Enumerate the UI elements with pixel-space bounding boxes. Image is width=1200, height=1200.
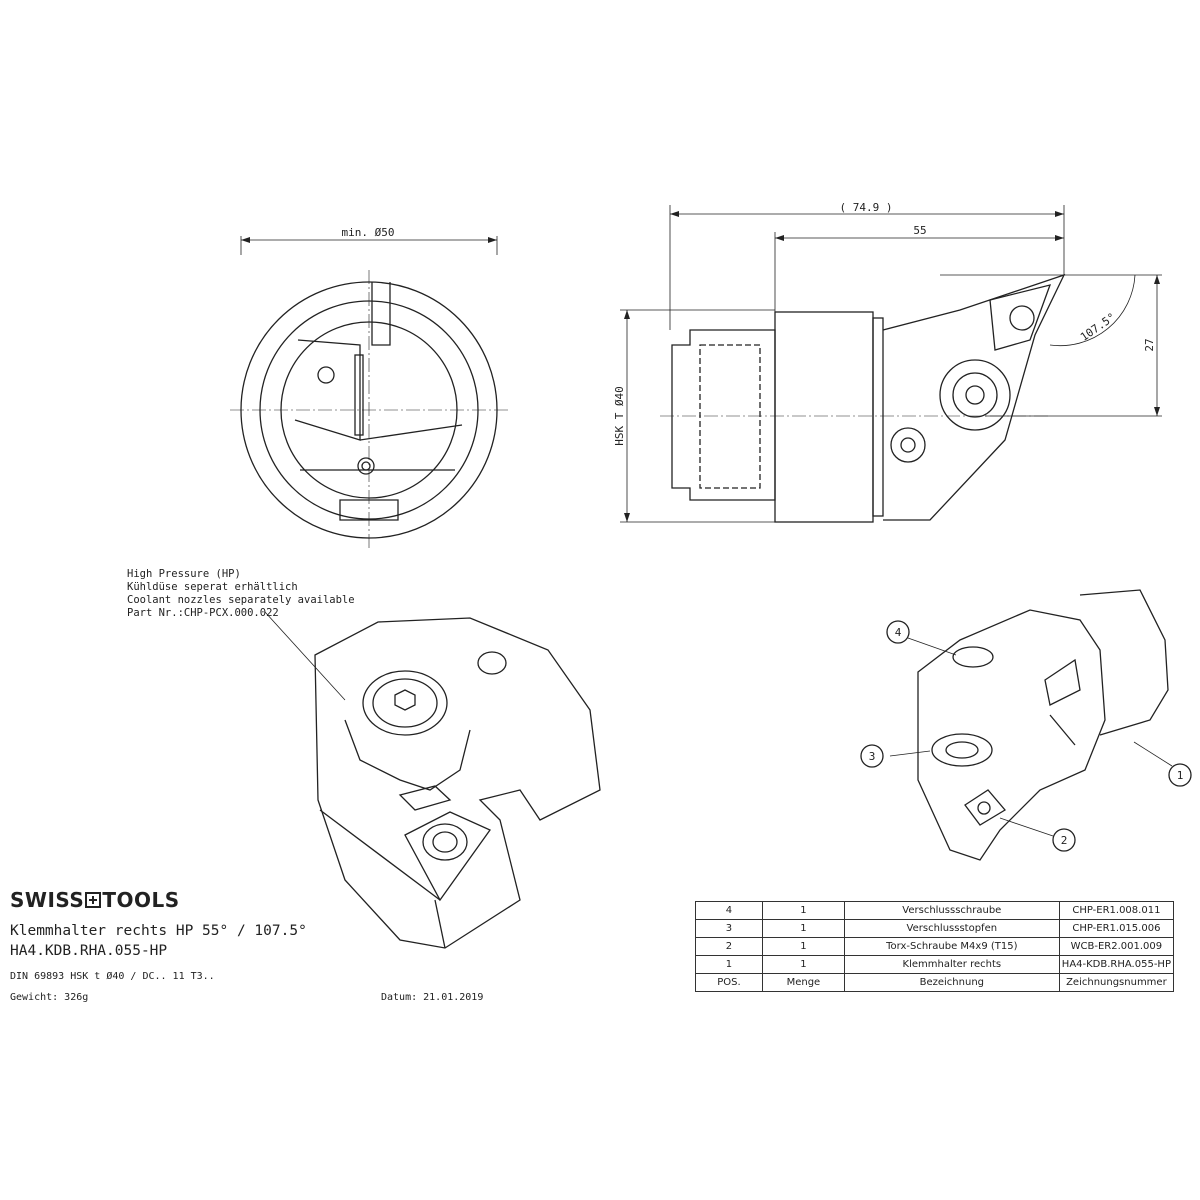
table-cell: 2 [695,937,763,956]
brand-logo: SWISS TOOLS [10,888,180,912]
balloon-3-label: 3 [869,750,876,763]
end-view: min. Ø50 [230,226,510,550]
table-cell: 1 [761,901,845,920]
iso-detail [264,611,601,949]
table-row: 1 1 Klemmhalter rechts HA4-KDB.RHA.055-H… [695,955,1175,974]
iso-small: 1 2 3 4 [860,589,1192,861]
weight: Gewicht: 326g [10,992,89,1003]
drawing-title: Klemmhalter rechts HP 55° / 107.5° [10,923,307,939]
table-cell: HA4-KDB.RHA.055-HP [1058,955,1175,974]
spec-line: DIN 69893 HSK t Ø40 / DC.. 11 T3.. [10,971,215,982]
table-cell: Verschlussschraube [843,901,1060,920]
shank-diameter-label: HSK T Ø40 [613,386,626,446]
table-header-row: POS. Menge Bezeichnung Zeichnungsnummer [695,973,1175,992]
table-cell: Torx-Schraube M4x9 (T15) [843,937,1060,956]
side-view: ( 74.9 ) 55 HSK T Ø40 27 107.5° [613,201,1162,523]
balloon-1 [1168,763,1192,787]
table-cell: 1 [695,955,763,974]
parts-table: 4 1 Verschlussschraube CHP-ER1.008.011 3… [695,901,1175,992]
table-cell: Verschlussstopfen [843,919,1060,938]
length-label: 55 [913,224,926,237]
header-menge: Menge [761,973,845,992]
drawing-number: HA4.KDB.RHA.055-HP [10,943,168,959]
balloon-2-label: 2 [1061,834,1068,847]
table-cell: 1 [761,937,845,956]
table-cell: WCB-ER2.001.009 [1058,937,1175,956]
min-diameter-label: min. Ø50 [342,226,395,239]
overall-length-label: ( 74.9 ) [840,201,893,214]
table-row: 4 1 Verschlussschraube CHP-ER1.008.011 [695,901,1175,920]
note-line-2: Kühldüse seperat erhältlich [127,581,298,593]
table-cell: 4 [695,901,763,920]
balloon-2 [1052,828,1076,852]
table-cell: CHP-ER1.015.006 [1058,919,1175,938]
note-line-4: Part Nr.:CHP-PCX.000.022 [127,607,279,619]
balloon-4-label: 4 [895,626,902,639]
brand-left: SWISS [10,888,85,912]
balloon-3 [860,744,884,768]
note-line-3: Coolant nozzles separately available [127,594,355,606]
table-cell: 1 [761,955,845,974]
table-cell: 1 [761,919,845,938]
table-row: 2 1 Torx-Schraube M4x9 (T15) WCB-ER2.001… [695,937,1175,956]
header-zeichnungsnummer: Zeichnungsnummer [1058,973,1175,992]
header-bezeichnung: Bezeichnung [843,973,1060,992]
table-cell: CHP-ER1.008.011 [1058,901,1175,920]
angle-label: 107.5° [1078,310,1118,343]
note-line-1: High Pressure (HP) [127,568,241,580]
table-cell: Klemmhalter rechts [843,955,1060,974]
brand-right: TOOLS [102,888,180,912]
header-pos: POS. [695,973,763,992]
height-label: 27 [1143,338,1156,351]
balloon-4 [886,620,910,644]
table-cell: 3 [695,919,763,938]
date: Datum: 21.01.2019 [381,992,484,1003]
coolant-note: High Pressure (HP) Kühldüse seperat erhä… [127,568,355,620]
table-row: 3 1 Verschlussstopfen CHP-ER1.015.006 [695,919,1175,938]
balloon-1-label: 1 [1177,769,1184,782]
swiss-cross-icon [85,892,102,908]
